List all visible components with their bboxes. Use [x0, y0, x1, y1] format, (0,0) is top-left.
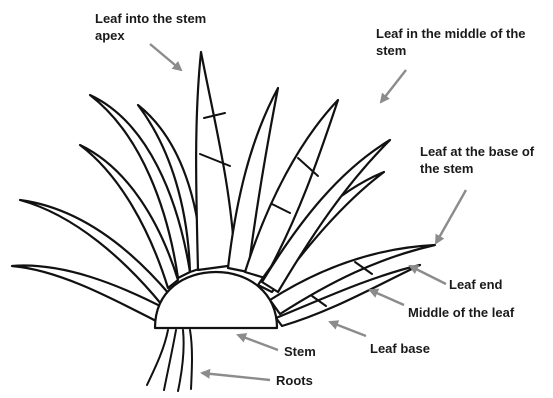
label-leaf-apex-line1: Leaf into the stem	[95, 10, 206, 27]
label-leaf-middle: Leaf in the middle of the stem	[376, 25, 526, 59]
label-leaf-middle-line1: Leaf in the middle of the	[376, 25, 526, 42]
label-leaf-middle-line2: stem	[376, 42, 526, 59]
arrow-leaf-base	[330, 322, 366, 336]
arrow-roots	[202, 373, 270, 380]
arrow-stem	[238, 335, 278, 350]
arrow-leaf-apex	[150, 44, 181, 70]
arrow-leaf-base-stem	[436, 190, 466, 243]
root-4	[190, 330, 192, 389]
arrow-middle-of-leaf	[370, 290, 404, 305]
arrow-leaf-middle	[381, 70, 406, 102]
root-3	[178, 330, 184, 391]
label-roots: Roots	[276, 372, 313, 389]
label-middle-of-leaf: Middle of the leaf	[408, 304, 514, 321]
label-stem: Stem	[284, 343, 316, 360]
label-leaf-apex: Leaf into the stem apex	[95, 10, 206, 44]
arrow-leaf-end	[410, 266, 446, 284]
label-leaf-base: Leaf base	[370, 340, 430, 357]
label-leaf-base-stem-line1: Leaf at the base of	[420, 143, 534, 160]
root-1	[147, 330, 168, 385]
label-leaf-end: Leaf end	[449, 276, 502, 293]
label-leaf-base-stem: Leaf at the base of the stem	[420, 143, 534, 177]
label-leaf-base-stem-line2: the stem	[420, 160, 534, 177]
leaf-left-inner	[138, 105, 202, 272]
label-leaf-apex-line2: apex	[95, 27, 206, 44]
leaf-left-tall	[90, 95, 190, 278]
roots-group	[147, 330, 192, 391]
